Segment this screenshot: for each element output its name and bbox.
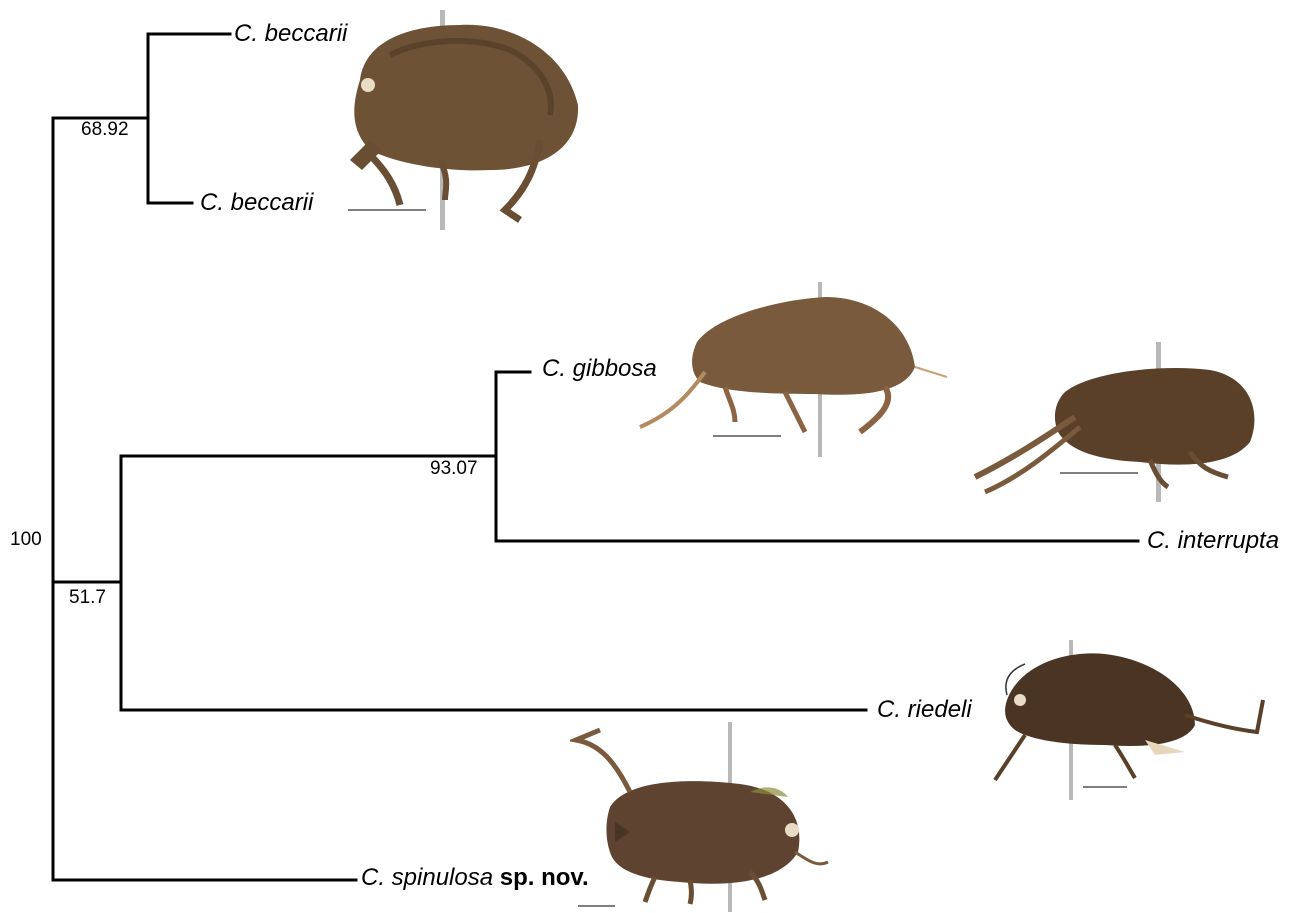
support-value-gibbosa-interrupta: 93.07: [430, 459, 478, 478]
taxon-name: C. beccarii: [234, 20, 347, 47]
insect-body: [640, 297, 947, 432]
taxon-label-beccarii-1: C. beccarii: [234, 22, 347, 46]
specimen-photo-gibbosa: [635, 282, 950, 462]
taxon-name: C. interrupta: [1147, 527, 1279, 554]
specimen-photo-riedeli: [985, 640, 1270, 802]
support-value-beccarii-clade: 68.92: [81, 120, 129, 139]
taxon-label-beccarii-2: C. beccarii: [200, 191, 313, 215]
taxon-name: C. beccarii: [200, 189, 313, 216]
specimen-photo-interrupta: [970, 342, 1265, 504]
taxon-name: C. spinulosa: [361, 864, 493, 891]
insect-body: [576, 730, 828, 904]
support-value-root: 100: [10, 530, 42, 549]
taxon-label-spinulosa: C. spinulosa sp. nov.: [361, 866, 589, 890]
taxon-name: C. riedeli: [877, 696, 972, 723]
specimen-photo-spinulosa: [570, 722, 835, 912]
specimen-photo-beccarii: [340, 10, 585, 235]
insect-body: [350, 25, 578, 220]
taxon-label-interrupta: C. interrupta: [1147, 529, 1279, 553]
support-value-inner-clade: 51.7: [69, 588, 106, 607]
insect-body: [995, 653, 1263, 780]
taxon-label-riedeli: C. riedeli: [877, 698, 972, 722]
